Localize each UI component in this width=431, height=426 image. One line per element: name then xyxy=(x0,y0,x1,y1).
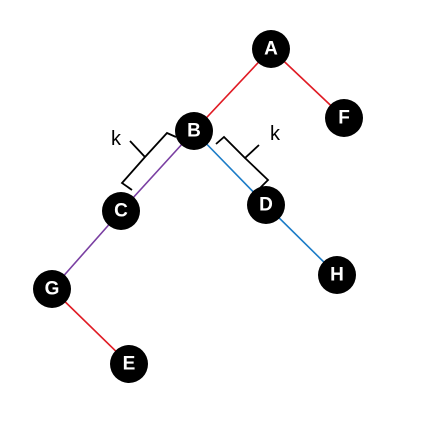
node-g-label: G xyxy=(45,279,60,300)
left-k-bracket xyxy=(120,131,177,191)
nodes-layer: A F B C D H G E xyxy=(33,30,363,383)
node-a-circle xyxy=(252,30,290,68)
node-b: B xyxy=(175,112,213,150)
node-f: F xyxy=(325,99,363,137)
node-d: D xyxy=(247,186,285,224)
node-c: C xyxy=(102,192,140,230)
node-h-circle xyxy=(318,256,356,294)
node-d-label: D xyxy=(259,195,273,216)
right-k-label: k xyxy=(270,123,281,145)
node-f-label: F xyxy=(338,108,350,129)
node-c-label: C xyxy=(114,201,128,222)
node-e-circle xyxy=(110,345,148,383)
node-d-circle xyxy=(247,186,285,224)
node-a-label: A xyxy=(264,39,278,60)
node-c-circle xyxy=(102,192,140,230)
node-f-circle xyxy=(325,99,363,137)
node-e: E xyxy=(110,345,148,383)
node-e-label: E xyxy=(123,354,136,375)
node-h-label: H xyxy=(330,265,344,286)
node-g: G xyxy=(33,270,71,308)
node-a: A xyxy=(252,30,290,68)
node-b-circle xyxy=(175,112,213,150)
node-h: H xyxy=(318,256,356,294)
node-g-circle xyxy=(33,270,71,308)
node-b-label: B xyxy=(187,121,201,142)
right-k-bracket xyxy=(215,135,270,189)
left-k-label: k xyxy=(111,128,122,150)
brackets-layer: k k xyxy=(111,123,281,191)
